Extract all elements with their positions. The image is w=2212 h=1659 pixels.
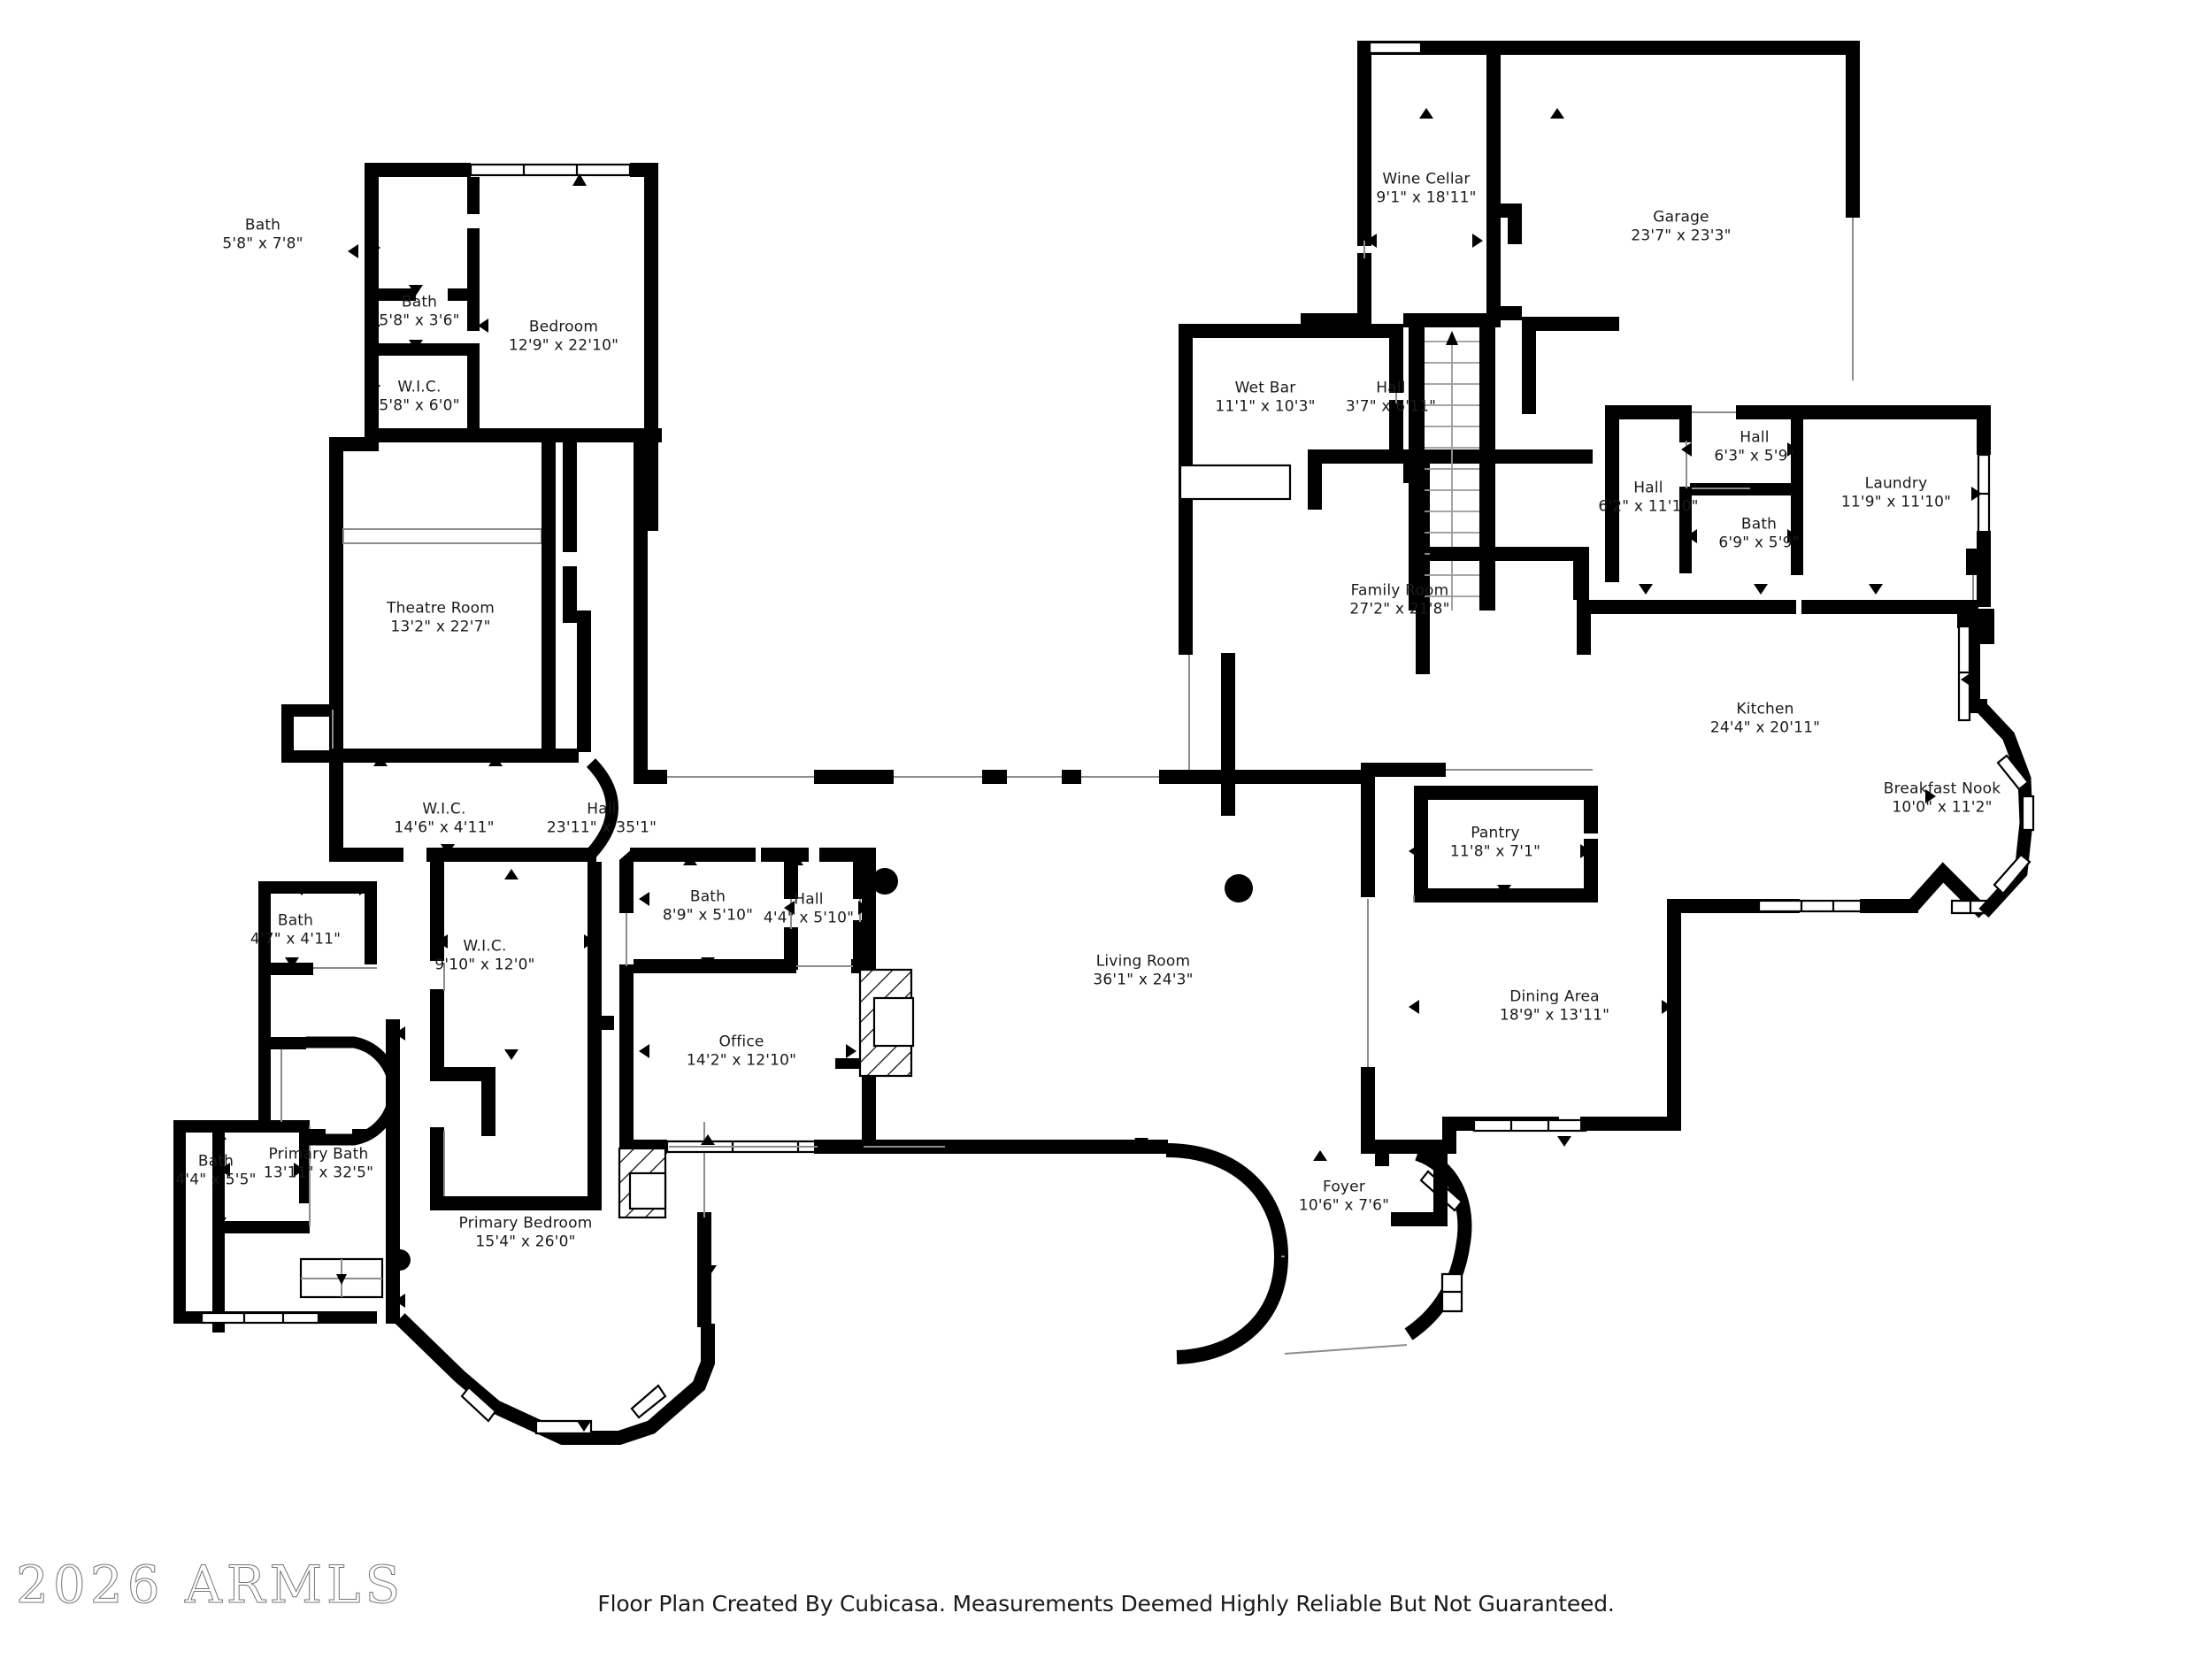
mls-watermark: 2026 ARMLS (15, 1555, 405, 1616)
floor-plan-disclaimer: Floor Plan Created By Cubicasa. Measurem… (597, 1591, 1615, 1617)
walls-layer (173, 41, 2035, 1445)
